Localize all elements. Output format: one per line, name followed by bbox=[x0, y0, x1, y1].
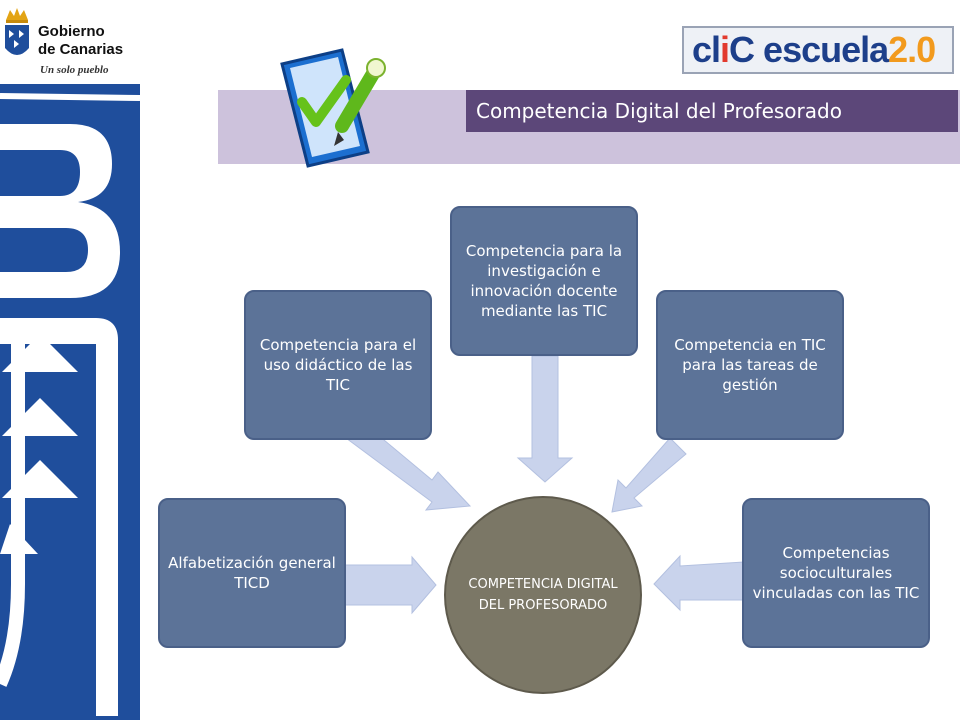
node-alfabetizacion: Alfabetización general TICD bbox=[158, 498, 346, 648]
logo-name-line1: Gobierno bbox=[38, 23, 105, 40]
arrow-right bbox=[653, 554, 745, 612]
arrow-upper-left bbox=[345, 419, 472, 511]
page-title: Competencia Digital del Profesorado bbox=[466, 90, 958, 132]
clipboard-check-icon bbox=[280, 48, 386, 168]
node-investigacion: Competencia para la investigación e inno… bbox=[450, 206, 638, 356]
left-decorative-band bbox=[0, 84, 140, 720]
node-uso-didactico: Competencia para el uso didáctico de las… bbox=[244, 290, 432, 440]
arrow-left bbox=[339, 555, 437, 615]
logo-name-line2: de Canarias bbox=[38, 41, 124, 58]
clic-escuela-wordmark: cliC escuela2.0 bbox=[692, 29, 936, 70]
logo-text-part3: C escuela bbox=[729, 29, 889, 70]
node-gestion: Competencia en TIC para las tareas de ge… bbox=[656, 290, 844, 440]
logo-text-part1: cl bbox=[692, 29, 721, 70]
clic-escuela-logo: cliC escuela2.0 bbox=[682, 26, 954, 74]
crest-icon bbox=[5, 8, 29, 55]
arrow-upper-right bbox=[611, 437, 687, 513]
center-node: COMPETENCIA DIGITAL DEL PROFESORADO bbox=[444, 496, 642, 694]
gobierno-canarias-logo: Gobierno de Canarias Un solo pueblo bbox=[0, 0, 140, 84]
competence-diagram: Alfabetización general TICD Competencia … bbox=[140, 180, 960, 720]
logo-tagline: Un solo pueblo bbox=[40, 64, 109, 76]
logo-text-part4: 2.0 bbox=[888, 29, 936, 70]
connector-arrows bbox=[339, 355, 745, 615]
node-socioculturales: Competencias socioculturales vinculadas … bbox=[742, 498, 930, 648]
band-shapes bbox=[0, 93, 140, 716]
arrow-top bbox=[516, 355, 574, 483]
logo-text-part2: i bbox=[720, 29, 730, 70]
